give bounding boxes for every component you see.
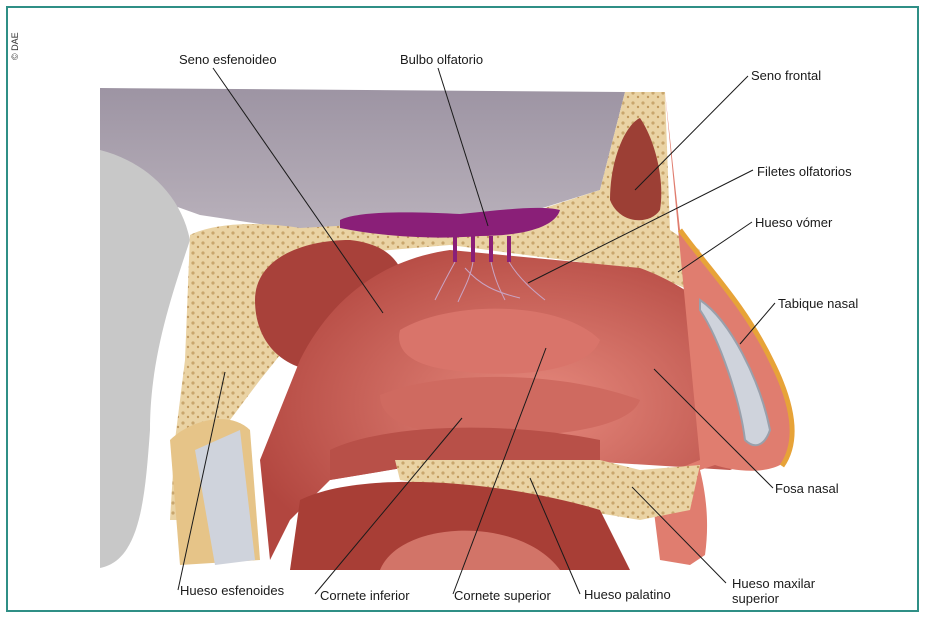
label-seno-esfenoideo: Seno esfenoideo bbox=[179, 52, 277, 67]
copyright-credit: © DAE bbox=[10, 32, 20, 60]
label-hueso-palatino: Hueso palatino bbox=[584, 587, 671, 602]
label-cornete-superior: Cornete superior bbox=[454, 588, 551, 603]
label-fosa-nasal: Fosa nasal bbox=[775, 481, 839, 496]
nose-skin-edge bbox=[677, 228, 795, 468]
olfactory-bulb bbox=[340, 207, 560, 238]
label-cornete-inferior: Cornete inferior bbox=[320, 588, 410, 603]
olfactory-filaments bbox=[453, 236, 511, 262]
occipital-tissue bbox=[100, 150, 190, 568]
olfactory-nerve-fibers bbox=[434, 261, 546, 303]
muscle-band bbox=[195, 430, 255, 565]
label-bulbo-olfatorio: Bulbo olfatorio bbox=[400, 52, 484, 67]
nasal-cartilage bbox=[699, 298, 772, 447]
label-hueso-vomer: Hueso vómer bbox=[755, 215, 833, 230]
label-seno-frontal: Seno frontal bbox=[751, 68, 822, 83]
oral-cavity bbox=[290, 481, 630, 570]
label-hueso-maxilar-line1: Hueso maxilar bbox=[732, 576, 816, 591]
label-hueso-maxilar-line2: superior bbox=[732, 591, 779, 606]
superior-turbinate bbox=[399, 308, 600, 374]
leader-lines bbox=[177, 67, 776, 595]
palatine-bone bbox=[395, 460, 700, 520]
middle-turbinate bbox=[380, 376, 640, 437]
label-hueso-esfenoides: Hueso esfenoides bbox=[180, 583, 285, 598]
label-filetes-olfatorios: Filetes olfatorios bbox=[757, 164, 852, 179]
frontal-sinus bbox=[610, 118, 662, 221]
label-tabique-nasal: Tabique nasal bbox=[778, 296, 859, 311]
brain-region bbox=[100, 88, 625, 230]
